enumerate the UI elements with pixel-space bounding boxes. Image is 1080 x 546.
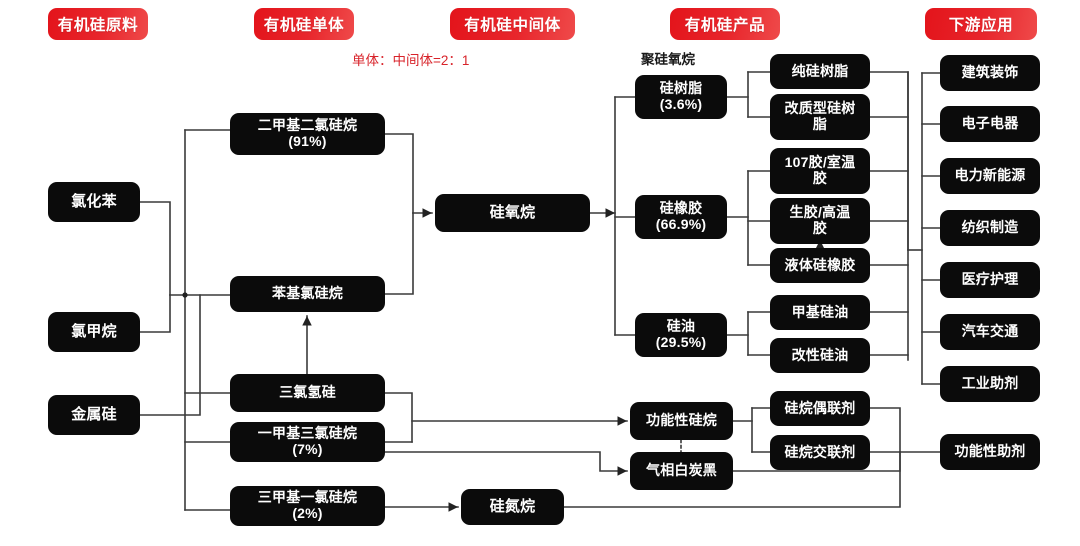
node-label: 苯基氯硅烷 [272, 285, 343, 302]
node-trichlorosilane[interactable]: 三氯氢硅 [230, 374, 385, 412]
node-text: 改质型硅树 脂 [784, 100, 856, 133]
node-modified-silicone-oil[interactable]: 改性硅油 [770, 338, 870, 373]
node-text: 硅油 (29.5%) [655, 318, 707, 351]
node-text: 生胶/高温 胶 [789, 204, 851, 237]
node-sublabel: (91%) [288, 133, 327, 149]
node-app-automotive-transport[interactable]: 汽车交通 [940, 314, 1040, 350]
node-label: 建筑装饰 [961, 64, 1019, 81]
node-107-glue[interactable]: 107胶/室温 胶 [770, 148, 870, 194]
header-applications: 下游应用 [925, 8, 1037, 40]
node-label: 电子电器 [961, 115, 1019, 132]
node-label: 气相白炭黑 [646, 462, 717, 479]
node-sublabel: (7%) [292, 441, 323, 457]
node-label: 医疗护理 [961, 271, 1019, 288]
node-modified-silicone-resin[interactable]: 改质型硅树 脂 [770, 94, 870, 140]
node-sublabel: (29.5%) [655, 334, 707, 350]
node-label: 甲基硅油 [791, 303, 849, 320]
node-label: 生胶/高温 [789, 204, 851, 221]
node-label: 二甲基二氯硅烷 [257, 117, 358, 134]
node-label: 改质型硅树 [784, 100, 856, 117]
node-app-textile-manufacturing[interactable]: 纺织制造 [940, 210, 1040, 246]
node-app-electronics[interactable]: 电子电器 [940, 106, 1040, 142]
node-app-functional-auxiliary[interactable]: 功能性助剂 [940, 434, 1040, 470]
node-app-architectural-decoration[interactable]: 建筑装饰 [940, 55, 1040, 91]
node-sublabel: (2%) [292, 505, 323, 521]
node-methyl-silicone-oil[interactable]: 甲基硅油 [770, 295, 870, 330]
node-label: 硅橡胶 [659, 200, 703, 217]
node-label: 硅烷偶联剂 [784, 399, 856, 416]
node-methyltrichlorosilane[interactable]: 一甲基三氯硅烷 (7%) [230, 422, 385, 462]
node-functional-silane[interactable]: 功能性硅烷 [630, 402, 733, 440]
node-sublabel: 胶 [812, 170, 828, 186]
node-label: 电力新能源 [954, 167, 1026, 184]
ratio-note-label: 单体：中间体=2：1 [352, 53, 470, 68]
node-siloxane[interactable]: 硅氧烷 [435, 194, 590, 232]
node-pure-silicone-resin[interactable]: 纯硅树脂 [770, 54, 870, 89]
node-app-medical-care[interactable]: 医疗护理 [940, 262, 1040, 298]
node-liquid-silicone-rubber[interactable]: 液体硅橡胶 [770, 248, 870, 283]
node-label: 107胶/室温 [784, 154, 856, 171]
node-label: 硅氧烷 [489, 204, 536, 222]
node-sublabel: (3.6%) [659, 96, 703, 112]
node-label: 金属硅 [71, 406, 117, 424]
node-label: 液体硅橡胶 [784, 256, 856, 273]
node-text: 三甲基一氯硅烷 (2%) [257, 489, 358, 522]
node-label: 工业助剂 [961, 375, 1019, 392]
node-sublabel: 胶 [812, 220, 828, 236]
header-monomers: 有机硅单体 [254, 8, 354, 40]
node-silicone-oil[interactable]: 硅油 (29.5%) [635, 313, 727, 357]
node-text: 硅树脂 (3.6%) [659, 80, 703, 113]
node-label: 汽车交通 [961, 323, 1019, 340]
node-label: 改性硅油 [791, 346, 849, 363]
node-phenylchlorosilane[interactable]: 苯基氯硅烷 [230, 276, 385, 312]
node-text: 二甲基二氯硅烷 (91%) [257, 117, 358, 150]
node-label: 氯化苯 [71, 193, 117, 211]
node-label: 硅氮烷 [489, 498, 536, 516]
header-products: 有机硅产品 [670, 8, 780, 40]
node-label: 硅树脂 [659, 80, 703, 97]
node-dimethyldichlorosilane[interactable]: 二甲基二氯硅烷 (91%) [230, 113, 385, 155]
node-label: 纺织制造 [961, 219, 1019, 236]
header-intermediates: 有机硅中间体 [450, 8, 575, 40]
node-sublabel: (66.9%) [655, 216, 707, 232]
node-metal-silicon[interactable]: 金属硅 [48, 395, 140, 435]
node-label: 氯甲烷 [71, 323, 117, 341]
node-label: 硅烷交联剂 [784, 443, 856, 460]
node-label: 三氯氢硅 [279, 384, 336, 401]
polysiloxane-label: 聚硅氧烷 [641, 52, 695, 67]
node-label: 三甲基一氯硅烷 [257, 489, 358, 506]
node-app-industrial-auxiliary[interactable]: 工业助剂 [940, 366, 1040, 402]
node-label: 功能性硅烷 [646, 412, 717, 429]
node-chloromethane[interactable]: 氯甲烷 [48, 312, 140, 352]
node-fumed-silica[interactable]: 气相白炭黑 [630, 452, 733, 490]
node-label: 纯硅树脂 [791, 62, 849, 79]
node-label: 一甲基三氯硅烷 [257, 425, 358, 442]
node-text: 硅橡胶 (66.9%) [655, 200, 707, 233]
node-trimethylchlorosilane[interactable]: 三甲基一氯硅烷 (2%) [230, 486, 385, 526]
node-silicone-resin[interactable]: 硅树脂 (3.6%) [635, 75, 727, 119]
node-text: 一甲基三氯硅烷 (7%) [257, 425, 358, 458]
node-label: 硅油 [666, 318, 696, 335]
node-silane-crosslinker[interactable]: 硅烷交联剂 [770, 435, 870, 470]
node-app-power-new-energy[interactable]: 电力新能源 [940, 158, 1040, 194]
node-chlorobenzene[interactable]: 氯化苯 [48, 182, 140, 222]
node-sublabel: 脂 [812, 116, 828, 132]
node-silane-coupling-agent[interactable]: 硅烷偶联剂 [770, 391, 870, 426]
node-label: 功能性助剂 [954, 443, 1026, 460]
node-silazane[interactable]: 硅氮烷 [461, 489, 564, 525]
node-silicone-rubber[interactable]: 硅橡胶 (66.9%) [635, 195, 727, 239]
node-text: 107胶/室温 胶 [784, 154, 856, 187]
header-raw-materials: 有机硅原料 [48, 8, 148, 40]
node-raw-rubber[interactable]: 生胶/高温 胶 [770, 198, 870, 244]
